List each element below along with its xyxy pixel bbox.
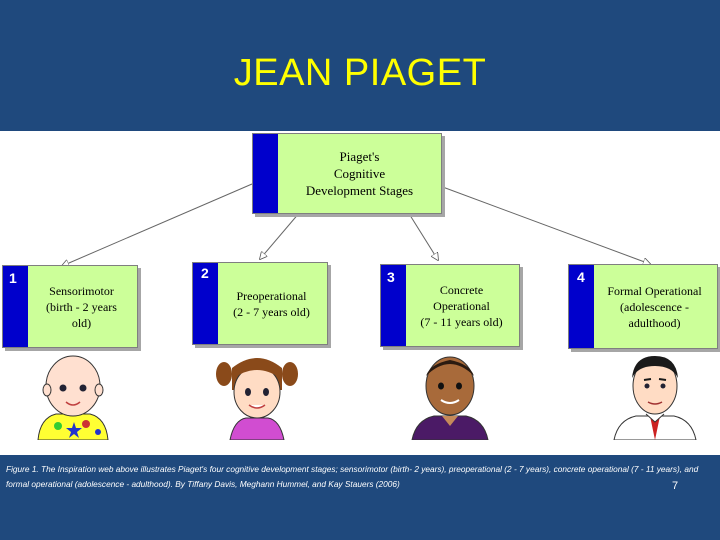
stage-3-stripe (381, 265, 406, 346)
connector-stage-3 (407, 211, 438, 260)
root-node-stripe (253, 134, 278, 213)
man-icon (613, 356, 697, 440)
stage-4-label: Formal Operational (adolescence - adulth… (607, 283, 702, 330)
slide-title: JEAN PIAGET (233, 52, 487, 94)
stage-card-2: 2 Preoperational (2 - 7 years old) (192, 262, 328, 345)
stage-card-4: 4 Formal Operational (adolescence - adul… (568, 264, 718, 349)
stage-1-stripe (3, 266, 28, 347)
connector-stage-1 (62, 183, 253, 266)
page-number: 7 (671, 480, 679, 492)
stage-card-3: 3 Concrete Operational (7 - 11 years old… (380, 264, 520, 347)
stage-1-number: 1 (9, 270, 17, 286)
title-banner (0, 0, 720, 131)
connector-stage-4 (439, 185, 650, 264)
stage-2-label: Preoperational (2 - 7 years old) (233, 288, 310, 319)
root-node-label: Piaget's Cognitive Development Stages (305, 149, 414, 198)
connector-stage-2 (260, 211, 301, 259)
caption-band (0, 455, 720, 540)
boy-icon (411, 356, 489, 440)
stage-3-label: Concrete Operational (7 - 11 years old) (420, 282, 503, 329)
stage-4-stripe (569, 265, 594, 348)
stage-3-number: 3 (387, 269, 395, 285)
girl-icon (216, 358, 298, 440)
stage-2-number: 2 (201, 265, 209, 281)
stage-card-1: 1 Sensorimotor (birth - 2 years old) (2, 265, 138, 348)
root-node: Piaget's Cognitive Development Stages (252, 133, 442, 214)
figure-caption: Figure 1. The Inspiration web above illu… (6, 464, 699, 489)
baby-icon (37, 355, 109, 440)
stage-1-label: Sensorimotor (birth - 2 years old) (46, 283, 117, 330)
stage-2-stripe (193, 263, 218, 344)
stage-4-number: 4 (577, 269, 585, 285)
